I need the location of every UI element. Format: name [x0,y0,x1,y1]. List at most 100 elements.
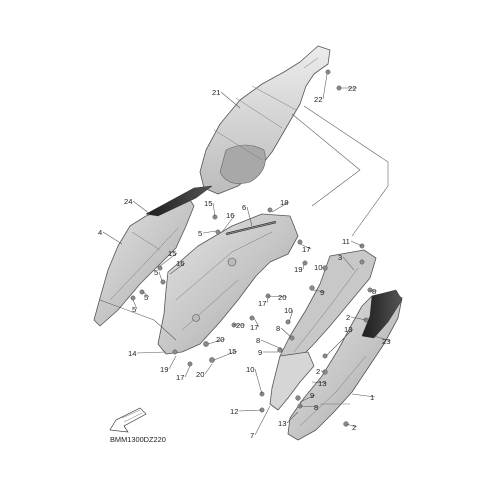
callout-c14: 14 [128,349,136,358]
callout-c2a: 2 [346,313,350,322]
callout-c22a: 22 [314,95,322,104]
leader-line-c2a [350,316,367,321]
rod-part-6 [225,220,277,236]
callout-c8a: 8 [372,287,376,296]
leader-line-c21a [220,91,241,109]
leader-line-c14 [136,351,167,354]
leader-line-c18 [271,201,290,213]
leader-line-c9a [312,289,326,293]
leader-line-c5d [132,299,138,310]
left-side-cover-part-4 [93,185,213,327]
seat-base-part-21 [199,45,331,195]
callout-c15a: 15 [204,199,212,208]
callout-c13a: 13 [344,325,352,334]
leader-line-c2b [320,370,326,373]
leader-line-c4 [102,231,123,245]
callout-c20b: 20 [236,321,244,330]
callout-c15b: 15 [168,249,176,258]
leader-line-c24 [132,200,151,215]
leader-line-c15a [212,202,216,217]
callout-c10b: 10 [284,306,292,315]
callout-c5b: 5 [154,268,158,277]
callout-c18: 18 [280,198,288,207]
callout-c20d: 20 [196,370,204,379]
callout-c20c: 20 [216,335,224,344]
callout-c24: 24 [124,197,132,206]
leader-line-c12 [238,409,263,412]
leader-line-c22a [322,73,328,100]
leader-line-c16a [221,214,236,233]
leader-line-c2c [345,423,358,428]
leader-line-c10c [254,368,263,395]
front-direction-arrow-icon [109,407,147,433]
callout-c8c: 8 [256,336,260,345]
leader-line-c8b [280,327,292,338]
leader-line-c16b [169,262,186,275]
leader-line-c7 [254,405,271,436]
callout-c21a: 21 [212,88,220,97]
leader-line-c5b [158,271,163,282]
callout-c11: 11 [342,237,350,246]
leader-line-c8d [299,405,320,408]
leader-line-c5a [202,230,217,234]
callout-c9a: 9 [320,288,324,297]
leader-line-c13b [311,381,328,384]
leader-line-c17b [253,317,260,328]
callout-c9c: 9 [310,391,314,400]
leader-line-c17d [184,365,191,378]
leader-line-c20a [267,295,288,298]
callout-c16b: 16 [176,259,184,268]
callout-c9b: 9 [258,348,262,357]
callout-c5c: 5 [144,293,148,302]
callout-c23: 23 [382,337,390,346]
callout-c19a: 19 [294,265,302,274]
leader-line-c11 [350,240,363,247]
callout-c10c: 10 [246,365,254,374]
leader-line-c19b [168,355,177,370]
callout-c17b: 17 [250,323,258,332]
callout-c8b: 8 [276,324,280,333]
leader-line-c15b [159,252,178,267]
callout-c8d: 8 [314,403,318,412]
callout-c2b: 2 [316,367,320,376]
leader-line-c8c [260,339,283,350]
callout-c17d: 17 [176,373,184,382]
leader-line-c20c [207,338,226,345]
lower-guard-part-7 [269,351,315,411]
callout-c6: 6 [242,203,246,212]
reference-lines [99,105,389,341]
callout-leader-lines [102,73,392,436]
callout-c17a: 17 [302,245,310,254]
callout-c13b: 13 [318,379,326,388]
right-side-cover-part-1 [287,289,403,441]
callout-c5a: 5 [198,229,202,238]
callout-c5d: 5 [132,305,136,314]
leader-line-c3 [342,256,355,271]
callout-c2c: 2 [352,423,356,432]
leader-line-c5c [142,291,150,298]
leader-line-c15c [213,350,238,361]
leader-line-c13a [325,328,354,357]
leader-line-c13c [286,411,299,424]
callout-c15c: 15 [228,347,236,356]
callout-c20a: 20 [278,293,286,302]
leader-line-c19a [302,263,305,270]
callout-c10a: 10 [314,263,322,272]
leader-line-c23 [373,335,392,342]
center-inner-panel-part-14 [157,213,299,355]
callout-c22b: 22 [348,84,356,93]
callout-c3: 3 [338,253,342,262]
callout-c4: 4 [98,228,102,237]
callout-c19b: 19 [160,365,168,374]
leader-line-c17c [266,297,269,304]
callout-c12: 12 [230,407,238,416]
callout-c17c: 17 [258,299,266,308]
callout-c1: 1 [370,393,374,402]
leader-line-c20d [204,363,213,375]
callout-c16a: 16 [226,211,234,220]
leader-line-c10b [288,309,294,323]
leader-line-c6 [246,206,253,227]
